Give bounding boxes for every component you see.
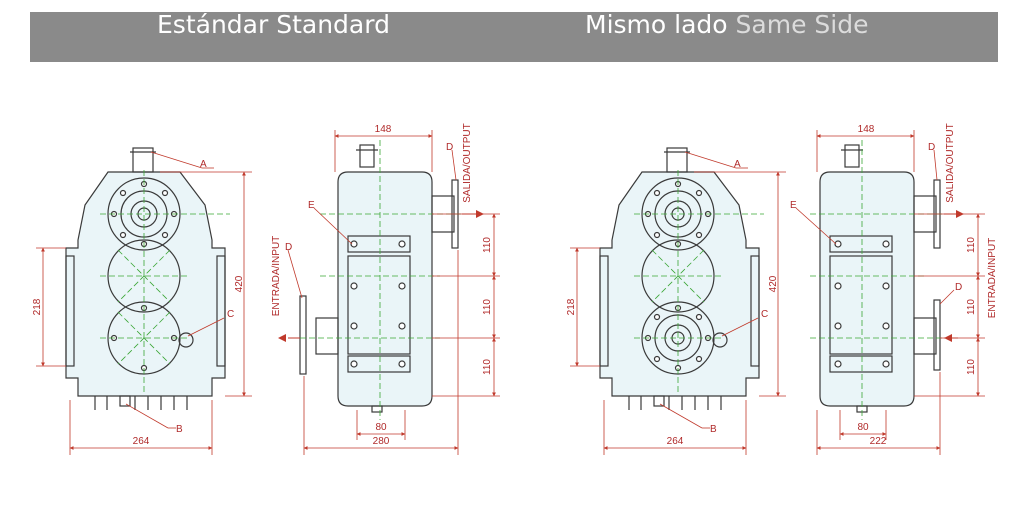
same-side-front-centerlines <box>634 170 764 392</box>
ss-front-label-c: C <box>761 309 768 320</box>
ss-side-bottom: 222 <box>870 436 887 447</box>
std-side-bottom: 280 <box>373 436 390 447</box>
ss-front-width: 264 <box>667 436 684 447</box>
standard-output-arrow <box>462 210 484 218</box>
std-side-label-d-left: D <box>285 242 292 253</box>
standard-input-arrow <box>278 334 300 342</box>
standard-title: Estándar Standard <box>157 0 390 50</box>
ss-front-label-a: A <box>734 159 741 170</box>
std-output-label: SALIDA/OUTPUT <box>462 123 473 202</box>
std-input-label: ENTRADA/INPUT <box>271 236 282 317</box>
ss-side-label-d-top: D <box>928 142 935 153</box>
same-side-front-studs <box>628 396 722 410</box>
ss-pitch-2: 110 <box>966 299 977 315</box>
ss-side-label-d-right: D <box>955 282 962 293</box>
standard-side-body <box>299 144 459 413</box>
std-front-span: 218 <box>32 298 43 315</box>
ss-pitch-3: 110 <box>966 359 977 375</box>
std-front-label-b: B <box>176 424 183 435</box>
standard-front-body <box>65 147 226 410</box>
standard-front-view: A C B 420 218 264 <box>32 147 252 455</box>
ss-front-label-b: B <box>710 424 717 435</box>
std-side-base: 80 <box>375 422 387 433</box>
ss-side-top: 148 <box>858 124 875 135</box>
std-pitch-2: 110 <box>482 299 493 315</box>
std-pitch-3: 110 <box>482 359 493 375</box>
ss-front-height: 420 <box>768 275 779 292</box>
standard-side-view: E D D SALIDA/OUTPUT ENTRADA/INPUT 148 28… <box>271 123 500 455</box>
ss-pitch-1: 110 <box>966 237 977 253</box>
std-front-label-a: A <box>200 159 207 170</box>
ss-side-label-e: E <box>790 200 797 211</box>
same-side-front-body <box>599 147 760 410</box>
std-side-top: 148 <box>375 124 392 135</box>
same-side-title: Mismo lado Same Side <box>585 0 868 50</box>
same-side-front-dimensions <box>570 151 786 455</box>
std-front-width: 264 <box>133 436 150 447</box>
same-side-title-en: Same Side <box>735 10 869 39</box>
std-pitch-1: 110 <box>482 237 493 253</box>
header-banner <box>30 12 998 62</box>
ss-side-base: 80 <box>857 422 869 433</box>
std-side-label-e: E <box>308 200 315 211</box>
same-side-output-arrow <box>944 210 964 218</box>
same-side-input-arrow <box>944 334 958 342</box>
standard-front-dimensions <box>36 151 252 455</box>
same-side-title-es: Mismo lado <box>585 10 728 39</box>
ss-output-label: SALIDA/OUTPUT <box>945 123 956 202</box>
same-side-front-view: A C B 420 218 264 <box>566 147 786 455</box>
standard-title-es: Estándar <box>157 10 269 39</box>
std-front-height: 420 <box>234 275 245 292</box>
ss-input-label: ENTRADA/INPUT <box>987 238 998 319</box>
same-side-side-view: E D D SALIDA/OUTPUT ENTRADA/INPUT 148 22… <box>790 123 998 455</box>
std-side-label-d-top: D <box>446 142 453 153</box>
ss-front-span: 218 <box>566 298 577 315</box>
standard-front-centerlines <box>100 170 230 392</box>
standard-title-en: Standard <box>276 10 390 39</box>
std-front-label-c: C <box>227 309 234 320</box>
same-side-side-dimensions <box>795 130 985 455</box>
same-side-side-body <box>819 144 941 413</box>
standard-front-studs <box>94 396 188 410</box>
